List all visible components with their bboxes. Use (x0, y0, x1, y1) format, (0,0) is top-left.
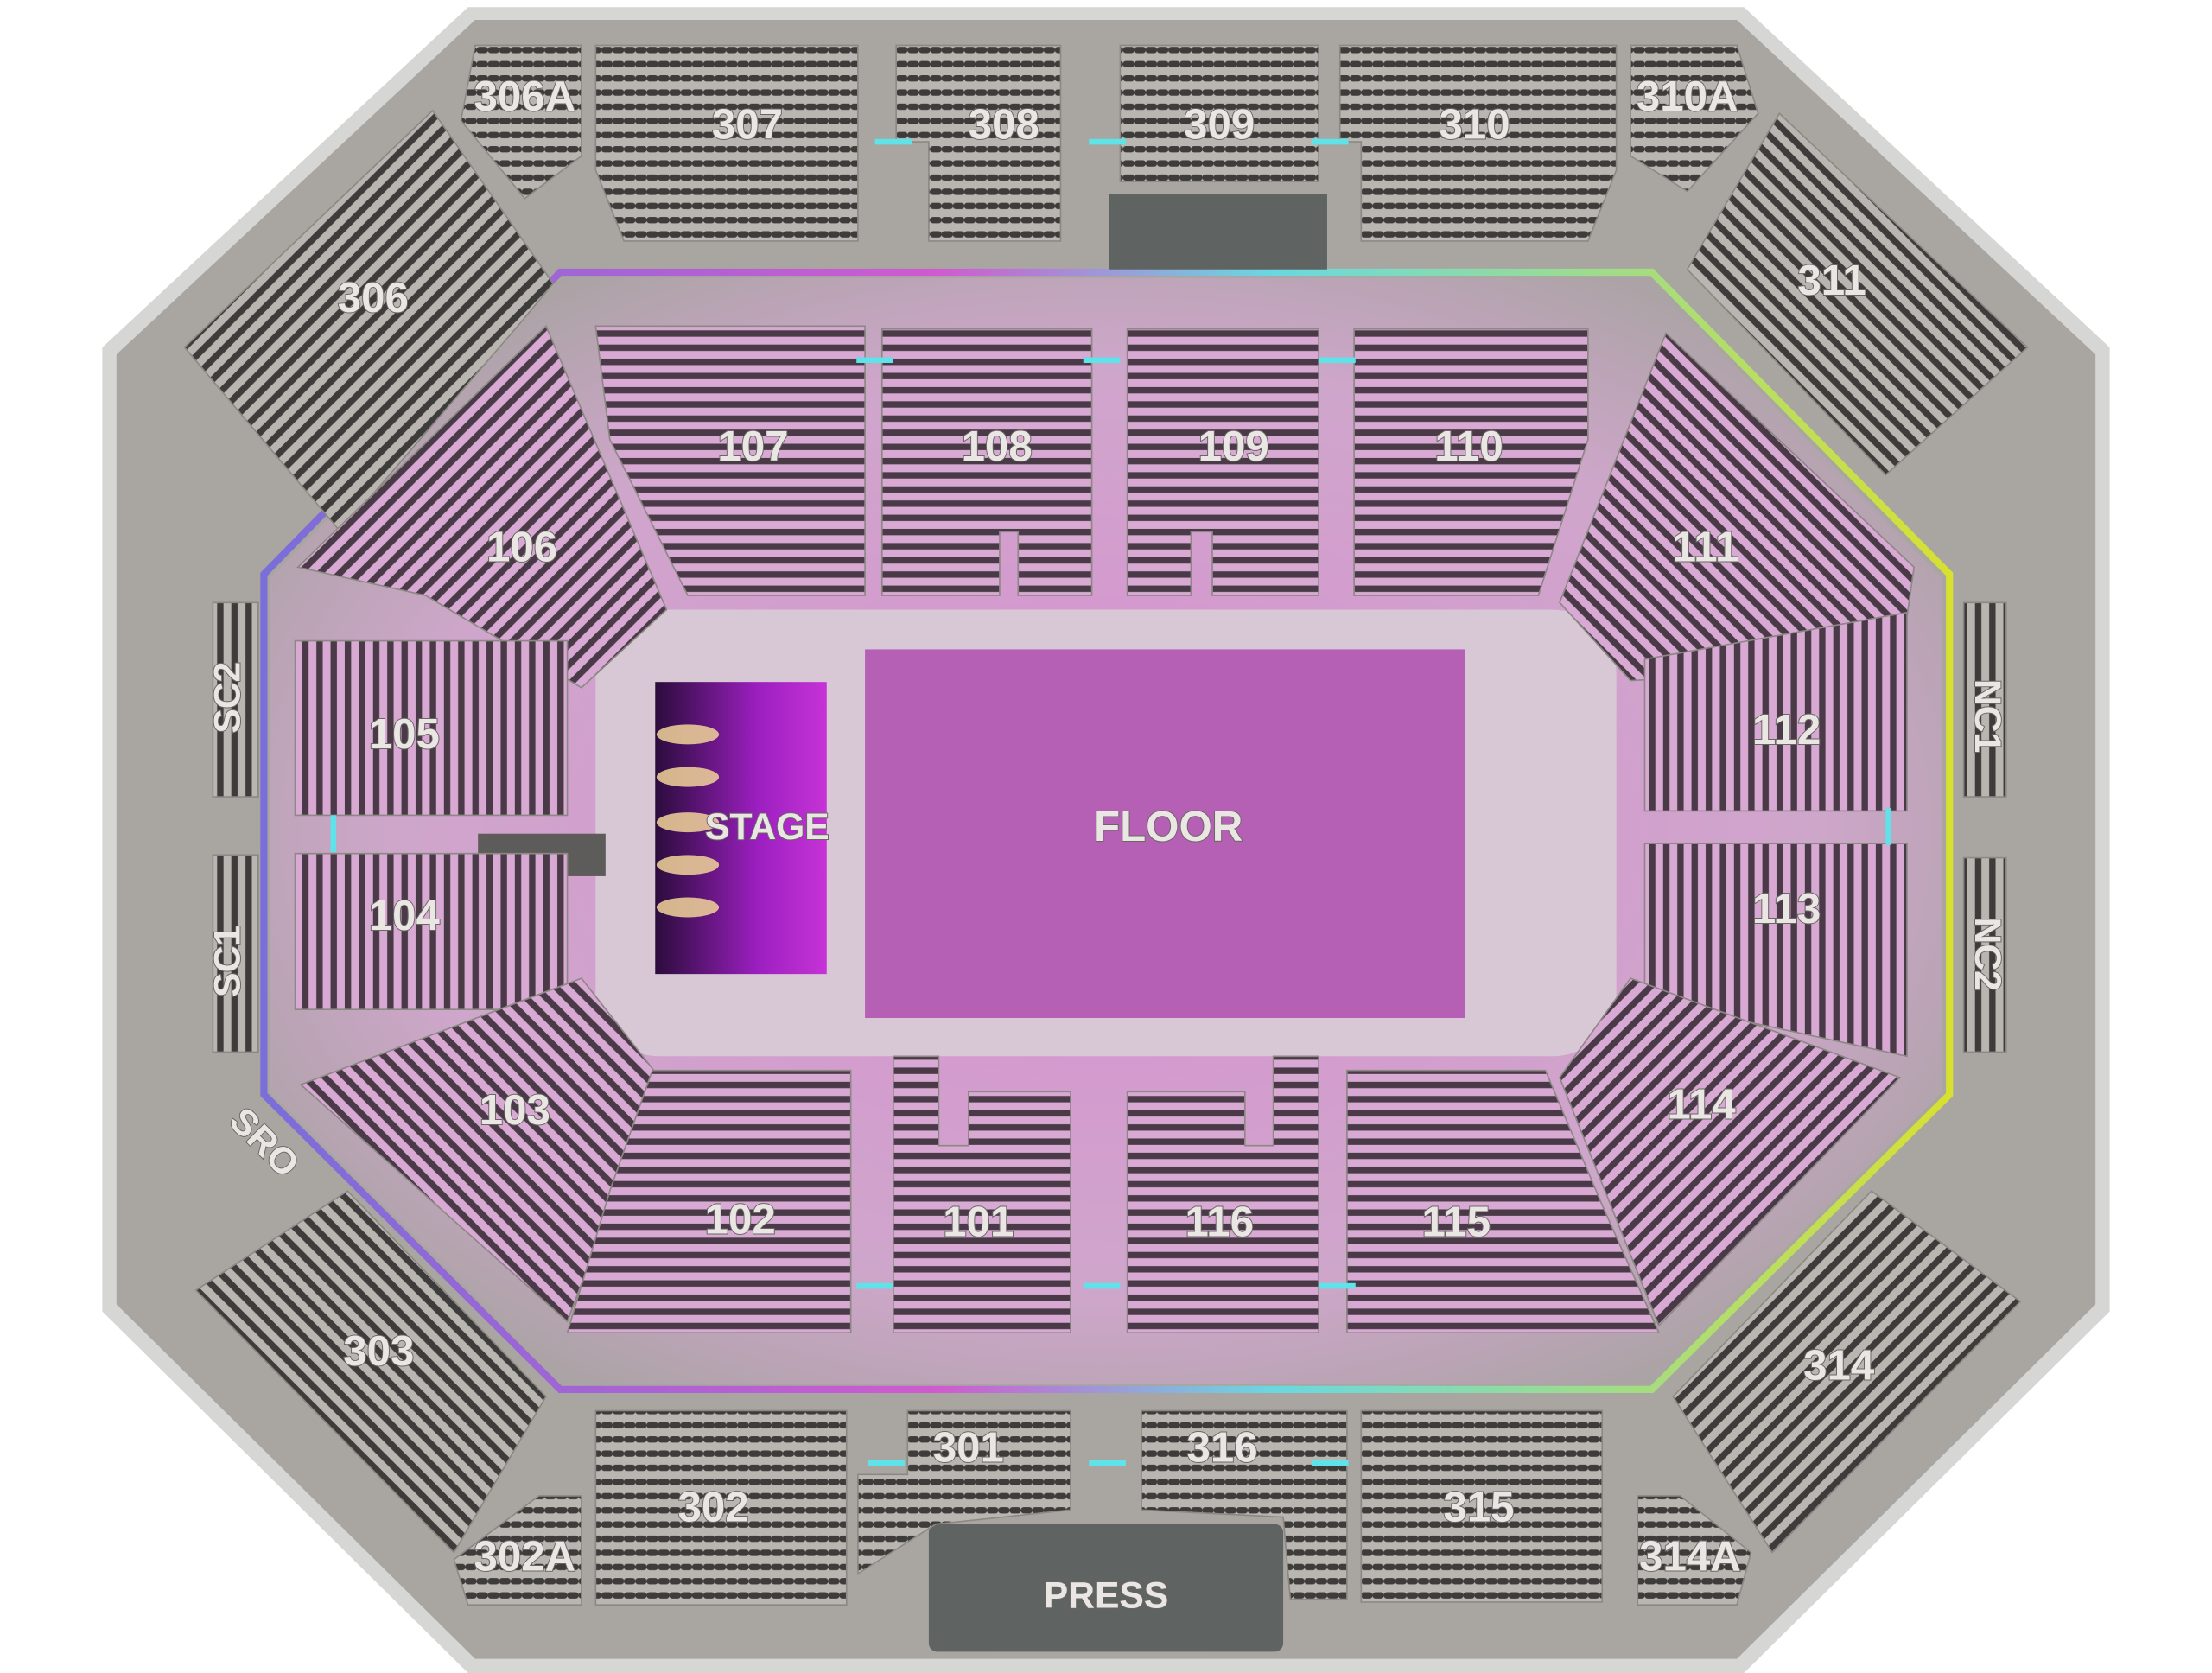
section-115[interactable] (1346, 1069, 1661, 1334)
section-110[interactable] (1353, 328, 1589, 596)
label-302: 302 (677, 1483, 748, 1530)
label-111: 111 (1673, 524, 1739, 571)
label-302A: 302A (474, 1533, 575, 1581)
lower-sections (294, 324, 1916, 1334)
section-108[interactable] (880, 328, 1093, 596)
section-114[interactable] (1559, 977, 1902, 1327)
label-311: 311 (1797, 257, 1866, 304)
label-316: 316 (1186, 1423, 1257, 1471)
north-tunnel (1109, 194, 1327, 270)
label-113: 113 (1752, 885, 1821, 932)
label-301: 301 (933, 1423, 1004, 1471)
label-102: 102 (705, 1195, 776, 1243)
section-102[interactable] (566, 1069, 852, 1334)
label-314: 314 (1803, 1341, 1875, 1389)
label-NC1: NC1 (1967, 679, 2008, 753)
section-309[interactable] (1119, 44, 1319, 182)
label-306: 306 (338, 274, 409, 321)
section-316[interactable] (1141, 1409, 1348, 1600)
label-104: 104 (369, 892, 441, 939)
section-labels: 306A 307 308 309 310 310A 306 311 303 31… (206, 72, 2009, 1581)
label-114: 114 (1667, 1080, 1736, 1128)
section-101[interactable] (893, 1055, 1071, 1334)
label-306A: 306A (474, 73, 575, 120)
section-112[interactable] (1643, 611, 1908, 812)
section-113[interactable] (1643, 843, 1908, 1058)
label-110: 110 (1434, 423, 1503, 470)
label-315: 315 (1443, 1483, 1514, 1530)
label-105: 105 (369, 710, 440, 758)
section-302[interactable] (594, 1409, 848, 1606)
section-107[interactable] (594, 325, 866, 596)
press-box[interactable] (928, 1524, 1284, 1652)
section-NC2[interactable] (1962, 856, 2007, 1053)
label-308: 308 (969, 101, 1039, 149)
label-303: 303 (343, 1327, 414, 1375)
section-116[interactable] (1126, 1055, 1319, 1334)
lower-bowl-rim (260, 268, 1954, 1393)
floor-area[interactable] (865, 649, 1465, 1019)
section-303[interactable] (194, 1190, 547, 1554)
section-301[interactable] (857, 1409, 1071, 1575)
section-314A[interactable] (1637, 1495, 1752, 1606)
label-SC2: SC2 (207, 662, 248, 734)
section-302A[interactable] (453, 1495, 582, 1606)
stage-lights (656, 724, 720, 918)
section-106[interactable] (296, 324, 668, 689)
label-314A: 314A (1639, 1533, 1741, 1581)
label-106: 106 (486, 524, 557, 571)
section-109[interactable] (1126, 328, 1319, 596)
label-116: 116 (1185, 1199, 1254, 1246)
label-112: 112 (1752, 706, 1821, 754)
vomitory-markers (330, 138, 1891, 1466)
label-309: 309 (1184, 101, 1255, 149)
section-NC1[interactable] (1962, 601, 2007, 798)
label-109: 109 (1198, 423, 1269, 470)
label-307: 307 (712, 101, 783, 149)
press-label: PRESS (1044, 1574, 1169, 1616)
section-105[interactable] (294, 639, 569, 817)
section-307[interactable] (594, 44, 859, 242)
section-311[interactable] (1686, 111, 2029, 476)
section-306[interactable] (183, 109, 555, 533)
section-314[interactable] (1672, 1190, 2022, 1554)
label-310A: 310A (1637, 73, 1738, 120)
section-306A[interactable] (460, 44, 582, 200)
stage-label: STAGE (705, 806, 830, 848)
floor-label: FLOOR (1094, 803, 1243, 850)
label-107: 107 (717, 423, 788, 470)
upper-sections (183, 44, 2029, 1606)
section-310A[interactable] (1630, 44, 1759, 193)
label-108: 108 (962, 423, 1033, 470)
label-SC1: SC1 (207, 926, 248, 997)
label-103: 103 (480, 1086, 550, 1134)
label-NC2: NC2 (1967, 918, 2008, 991)
label-101: 101 (943, 1199, 1014, 1246)
section-315[interactable] (1360, 1409, 1604, 1603)
label-115: 115 (1422, 1199, 1491, 1246)
section-SC1[interactable] (212, 854, 259, 1053)
section-SC2[interactable] (212, 601, 259, 798)
label-310: 310 (1440, 101, 1510, 149)
